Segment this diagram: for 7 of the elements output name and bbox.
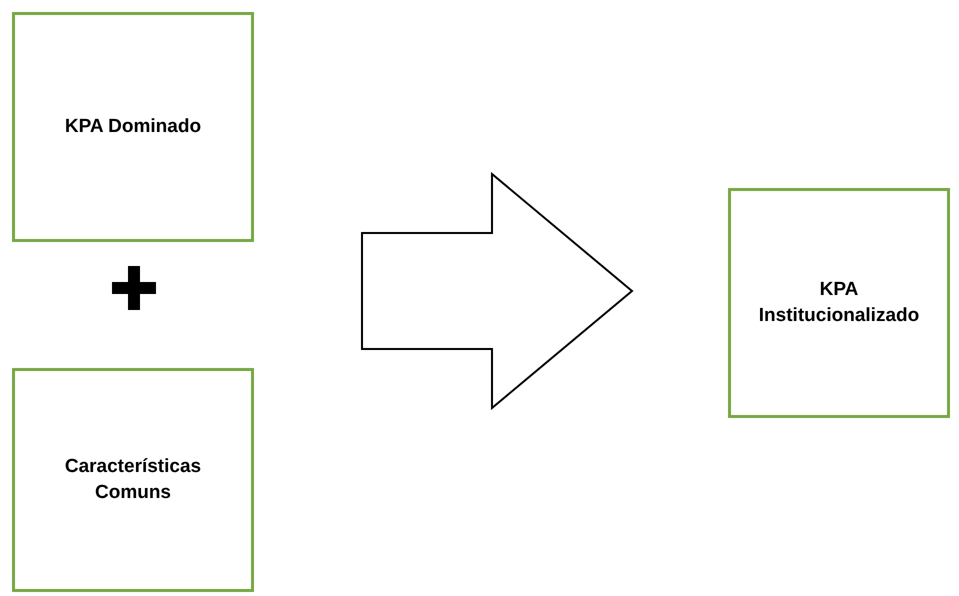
node-label: KPA Institucionalizado bbox=[758, 278, 920, 328]
process-box bbox=[728, 188, 950, 418]
block-arrow bbox=[361, 172, 634, 410]
process-box bbox=[12, 368, 254, 592]
process-box bbox=[12, 12, 254, 242]
node-label: KPA Dominado bbox=[64, 115, 202, 139]
node-label: Características Comuns bbox=[64, 455, 202, 505]
